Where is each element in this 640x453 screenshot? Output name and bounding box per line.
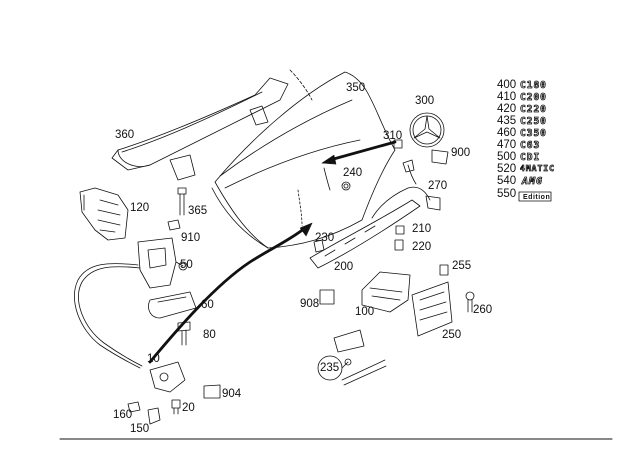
label-300: 300 <box>415 95 435 107</box>
label-365: 365 <box>188 205 208 217</box>
label-260: 260 <box>473 304 493 316</box>
part-210 <box>395 225 405 235</box>
spoiler <box>111 77 289 181</box>
bracket-120 <box>79 187 129 241</box>
badge-num-410: 410 <box>497 91 517 103</box>
clip-910 <box>167 219 181 231</box>
connector-904 <box>203 384 221 399</box>
label-200: 200 <box>334 261 354 273</box>
badge-text-c350: C350 <box>520 128 547 139</box>
label-10: 10 <box>147 353 160 365</box>
label-50: 50 <box>180 259 193 271</box>
camera-100 <box>361 271 411 313</box>
harness-270 <box>371 186 431 219</box>
label-910: 910 <box>181 232 201 244</box>
label-310: 310 <box>383 130 403 142</box>
handle-60 <box>148 291 197 319</box>
label-360: 360 <box>115 129 135 141</box>
label-230: 230 <box>315 232 335 244</box>
part-230 <box>313 239 325 253</box>
badge-text-c200: C200 <box>520 92 547 103</box>
badge-num-460: 460 <box>497 127 517 139</box>
part-20 <box>171 399 181 409</box>
part-220 <box>394 239 404 251</box>
label-250: 250 <box>442 329 462 341</box>
badge-num-420: 420 <box>497 103 517 115</box>
badge-num-470: 470 <box>497 139 517 151</box>
lock-50 <box>137 237 188 289</box>
plate-holder-250 <box>411 281 453 337</box>
star-emblem <box>409 112 445 148</box>
release-10 <box>149 361 186 393</box>
part-160 <box>127 401 141 413</box>
label-270: 270 <box>428 180 448 192</box>
badge-text-c220: C220 <box>520 104 547 115</box>
clip-310 <box>393 139 403 149</box>
badge-text-4matic: 4MATIC <box>520 164 555 173</box>
badge-text-amg: AMG <box>522 176 544 187</box>
label-900: 900 <box>451 147 471 159</box>
bolt-365 <box>177 187 187 216</box>
badge-num-435: 435 <box>497 115 517 127</box>
bowden-cable <box>74 263 141 369</box>
nut-240 <box>341 181 351 191</box>
badge-text-cdi: CDI <box>520 152 541 163</box>
part-group-235 <box>317 329 387 386</box>
label-80: 80 <box>203 329 216 341</box>
label-60: 60 <box>201 299 214 311</box>
badge-num-400: 400 <box>497 79 517 91</box>
label-210: 210 <box>412 223 432 235</box>
label-100: 100 <box>355 306 375 318</box>
badge-text-edition: Edition <box>523 194 551 201</box>
badge-text-c180: C180 <box>520 80 547 91</box>
label-350: 350 <box>346 82 366 94</box>
label-160: 160 <box>113 409 133 421</box>
label-235: 235 <box>320 362 340 374</box>
connector-900 <box>431 149 449 165</box>
part-150 <box>147 407 161 425</box>
label-120: 120 <box>130 202 150 214</box>
label-240: 240 <box>343 167 363 179</box>
label-20: 20 <box>182 402 195 414</box>
label-150: 150 <box>130 423 150 435</box>
label-220: 220 <box>412 241 432 253</box>
label-904: 904 <box>222 388 242 400</box>
connector-908 <box>319 289 335 305</box>
tag-550-frame <box>518 191 552 202</box>
badge-num-500: 500 <box>497 151 517 163</box>
light-bar-200 <box>309 199 421 269</box>
label-908: 908 <box>300 298 320 310</box>
badge-num-550: 550 <box>497 188 517 200</box>
badge-num-520: 520 <box>497 163 517 175</box>
trunk-lid <box>211 69 396 249</box>
badge-num-540: 540 <box>497 175 517 187</box>
badge-text-c63: C63 <box>520 140 541 151</box>
clip-255 <box>439 264 449 276</box>
label-255: 255 <box>452 260 472 272</box>
screw-260 <box>465 291 475 313</box>
leader-arrows <box>148 140 397 364</box>
badge-text-c250: C250 <box>520 116 547 127</box>
